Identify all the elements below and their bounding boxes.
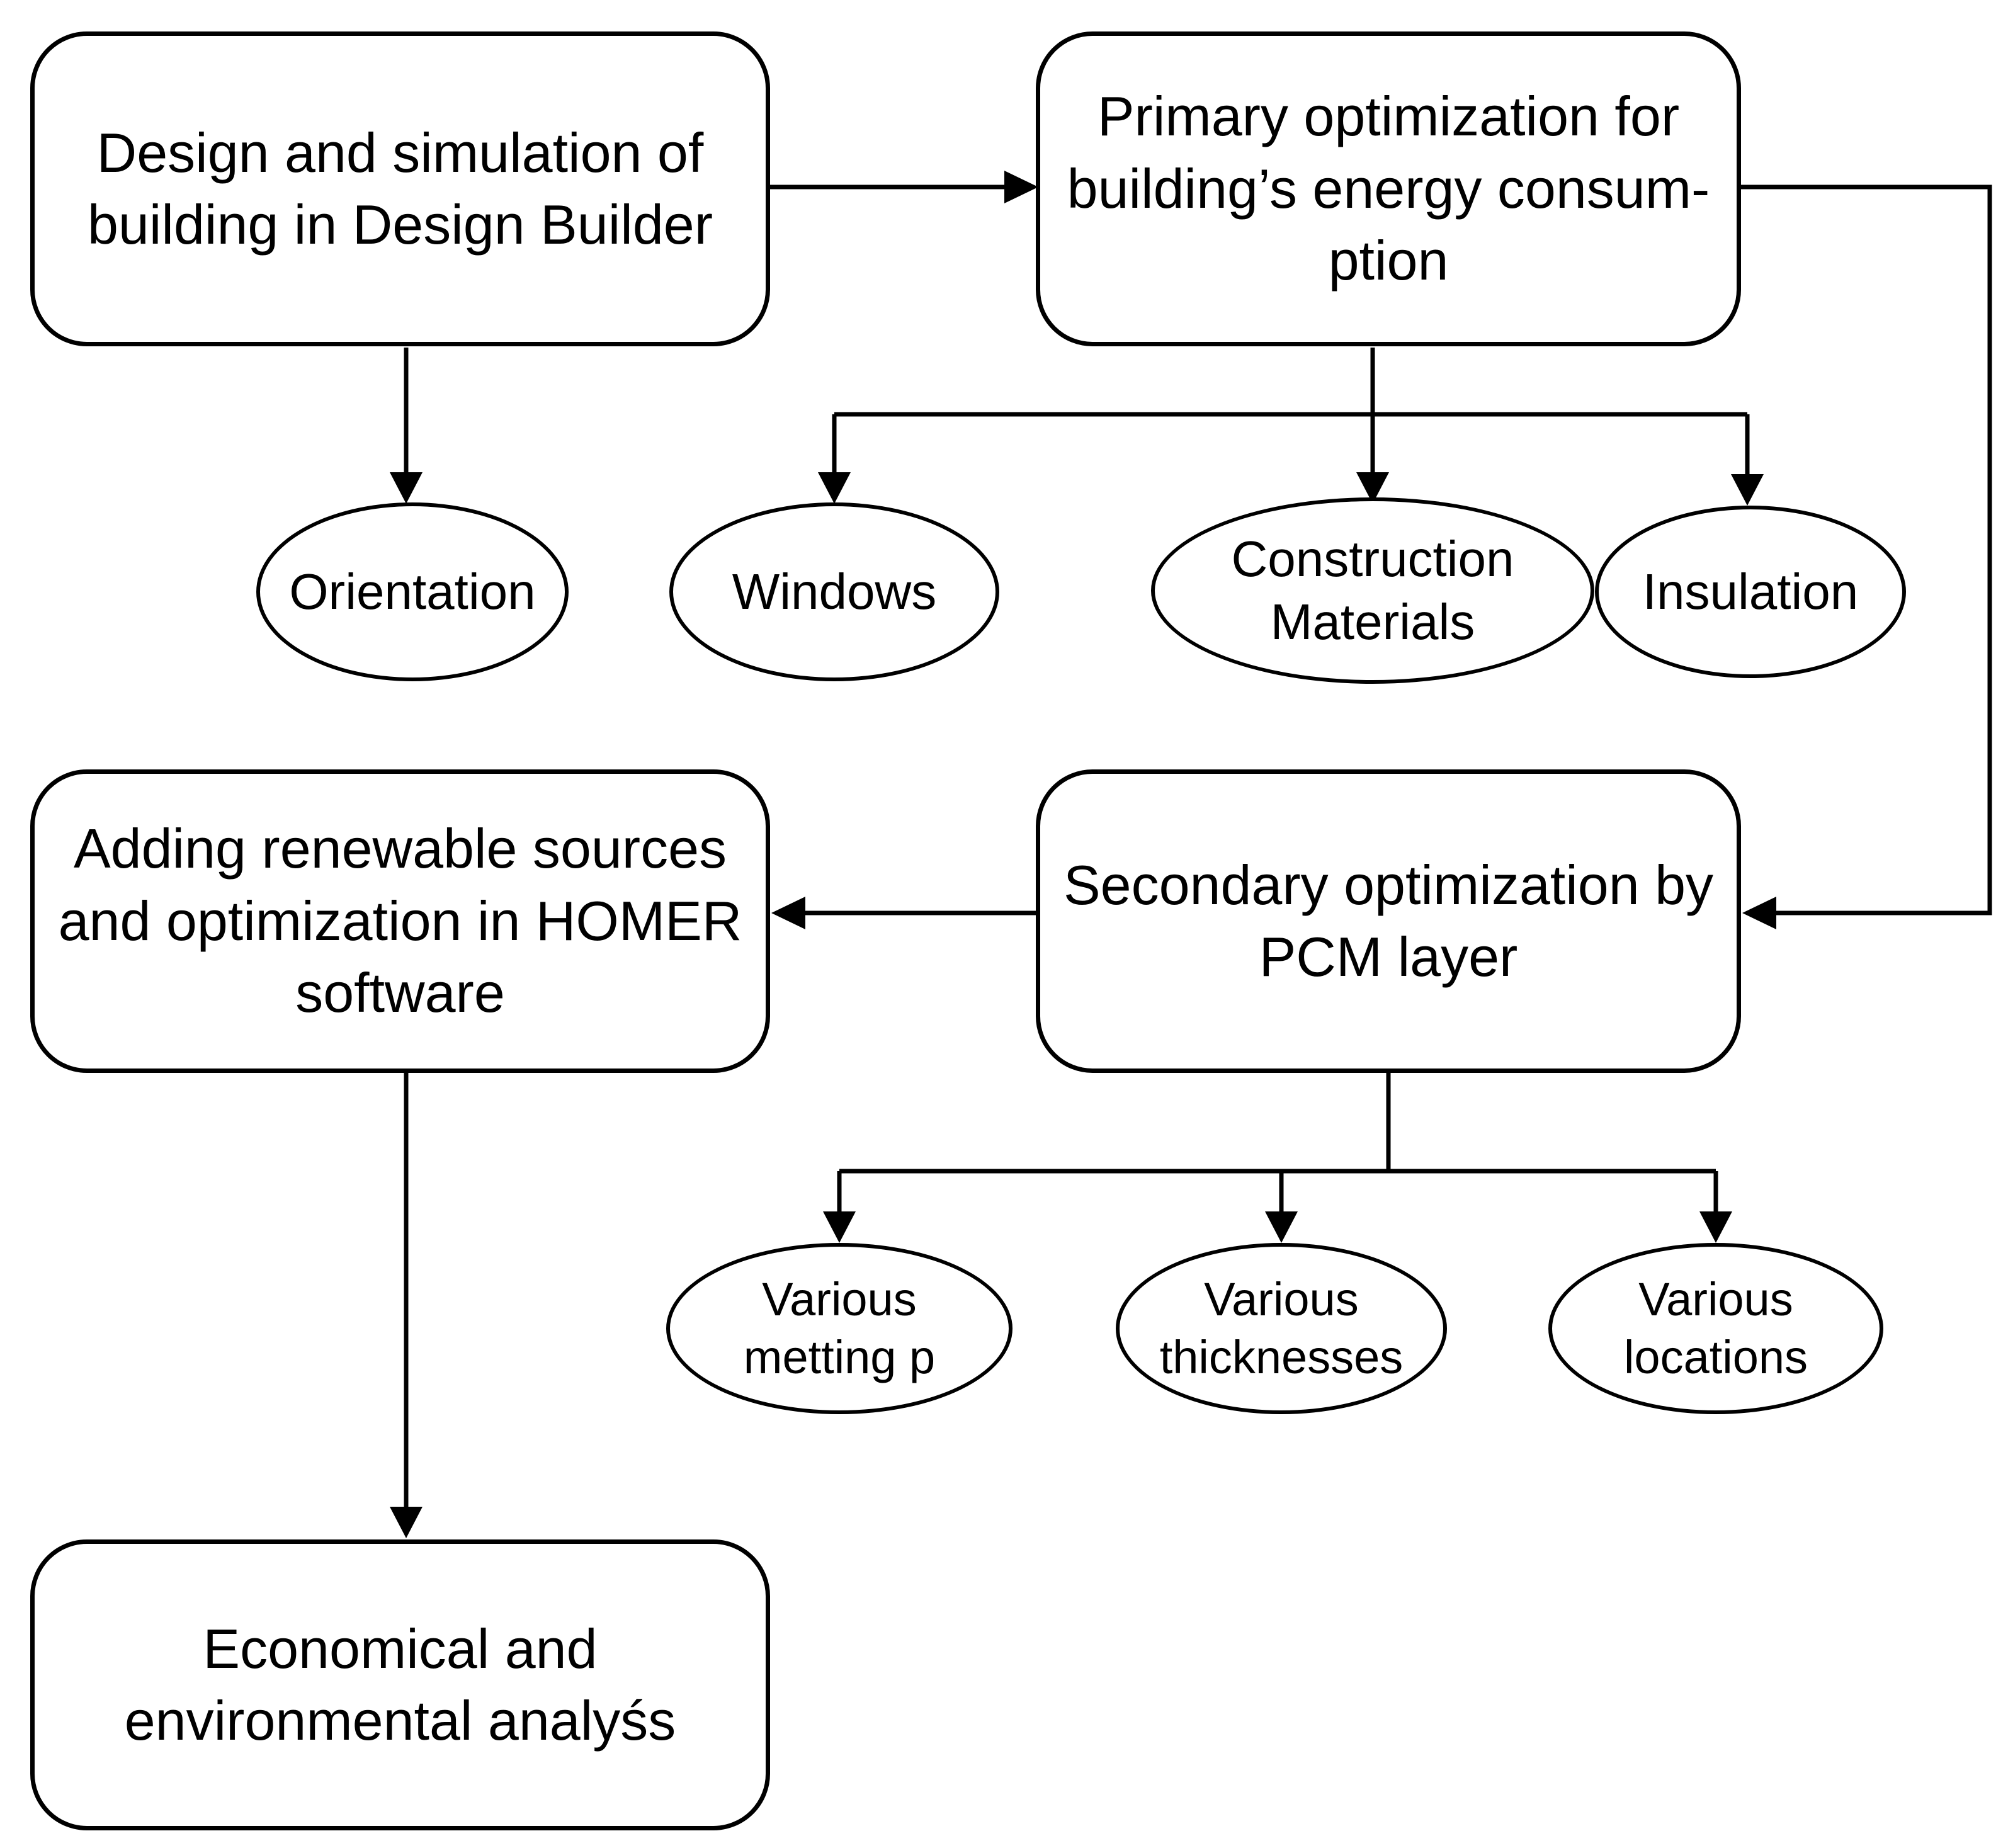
ellipse-orientation-label: Orientation (289, 564, 536, 620)
box-homer-renewables: Adding renewable sources and optimizatio… (30, 769, 770, 1073)
branch-primary-to-factors (818, 348, 1764, 506)
box-secondary-optimization: Secondary optimization by PCM layer (1036, 769, 1741, 1073)
ellipse-various-melting-point-label: Various metting p (743, 1273, 936, 1384)
box-design-simulation: Design and simulation of building in Des… (30, 31, 770, 346)
ellipse-various-locations: Various locations (1548, 1243, 1883, 1414)
ellipse-orientation: Orientation (256, 502, 569, 681)
arrow-secondary-to-homer (771, 897, 1036, 929)
ellipse-windows: Windows (669, 502, 999, 681)
ellipse-various-thicknesses: Various thicknesses (1116, 1243, 1447, 1414)
ellipse-various-melting-point: Various metting p (666, 1243, 1013, 1414)
ellipse-construction-materials: Construction Materials (1151, 497, 1594, 684)
ellipse-windows-label: Windows (732, 564, 937, 620)
box-primary-optimization-label: Primary optimization for building’s ener… (1067, 85, 1710, 292)
ellipse-insulation: Insulation (1595, 506, 1906, 678)
branch-secondary-to-variations (823, 1073, 1732, 1243)
box-secondary-optimization-label: Secondary optimization by PCM layer (1063, 853, 1714, 988)
ellipse-various-thicknesses-label: Various thicknesses (1159, 1273, 1404, 1384)
box-economic-environmental-analysis: Economical and environmental analyśs (30, 1539, 770, 1830)
ellipse-insulation-label: Insulation (1642, 564, 1859, 620)
arrow-design-to-orientation (390, 348, 423, 504)
box-primary-optimization: Primary optimization for building’s ener… (1036, 31, 1741, 346)
ellipse-various-locations-label: Various locations (1623, 1273, 1808, 1384)
arrow-design-to-primary (770, 171, 1038, 203)
box-homer-renewables-label: Adding renewable sources and optimizatio… (58, 817, 742, 1024)
ellipse-construction-materials-label: Construction Materials (1231, 531, 1514, 650)
box-economic-environmental-analysis-label: Economical and environmental analyśs (124, 1617, 676, 1752)
box-design-simulation-label: Design and simulation of building in Des… (87, 121, 713, 256)
arrow-homer-to-economic (390, 1073, 423, 1538)
